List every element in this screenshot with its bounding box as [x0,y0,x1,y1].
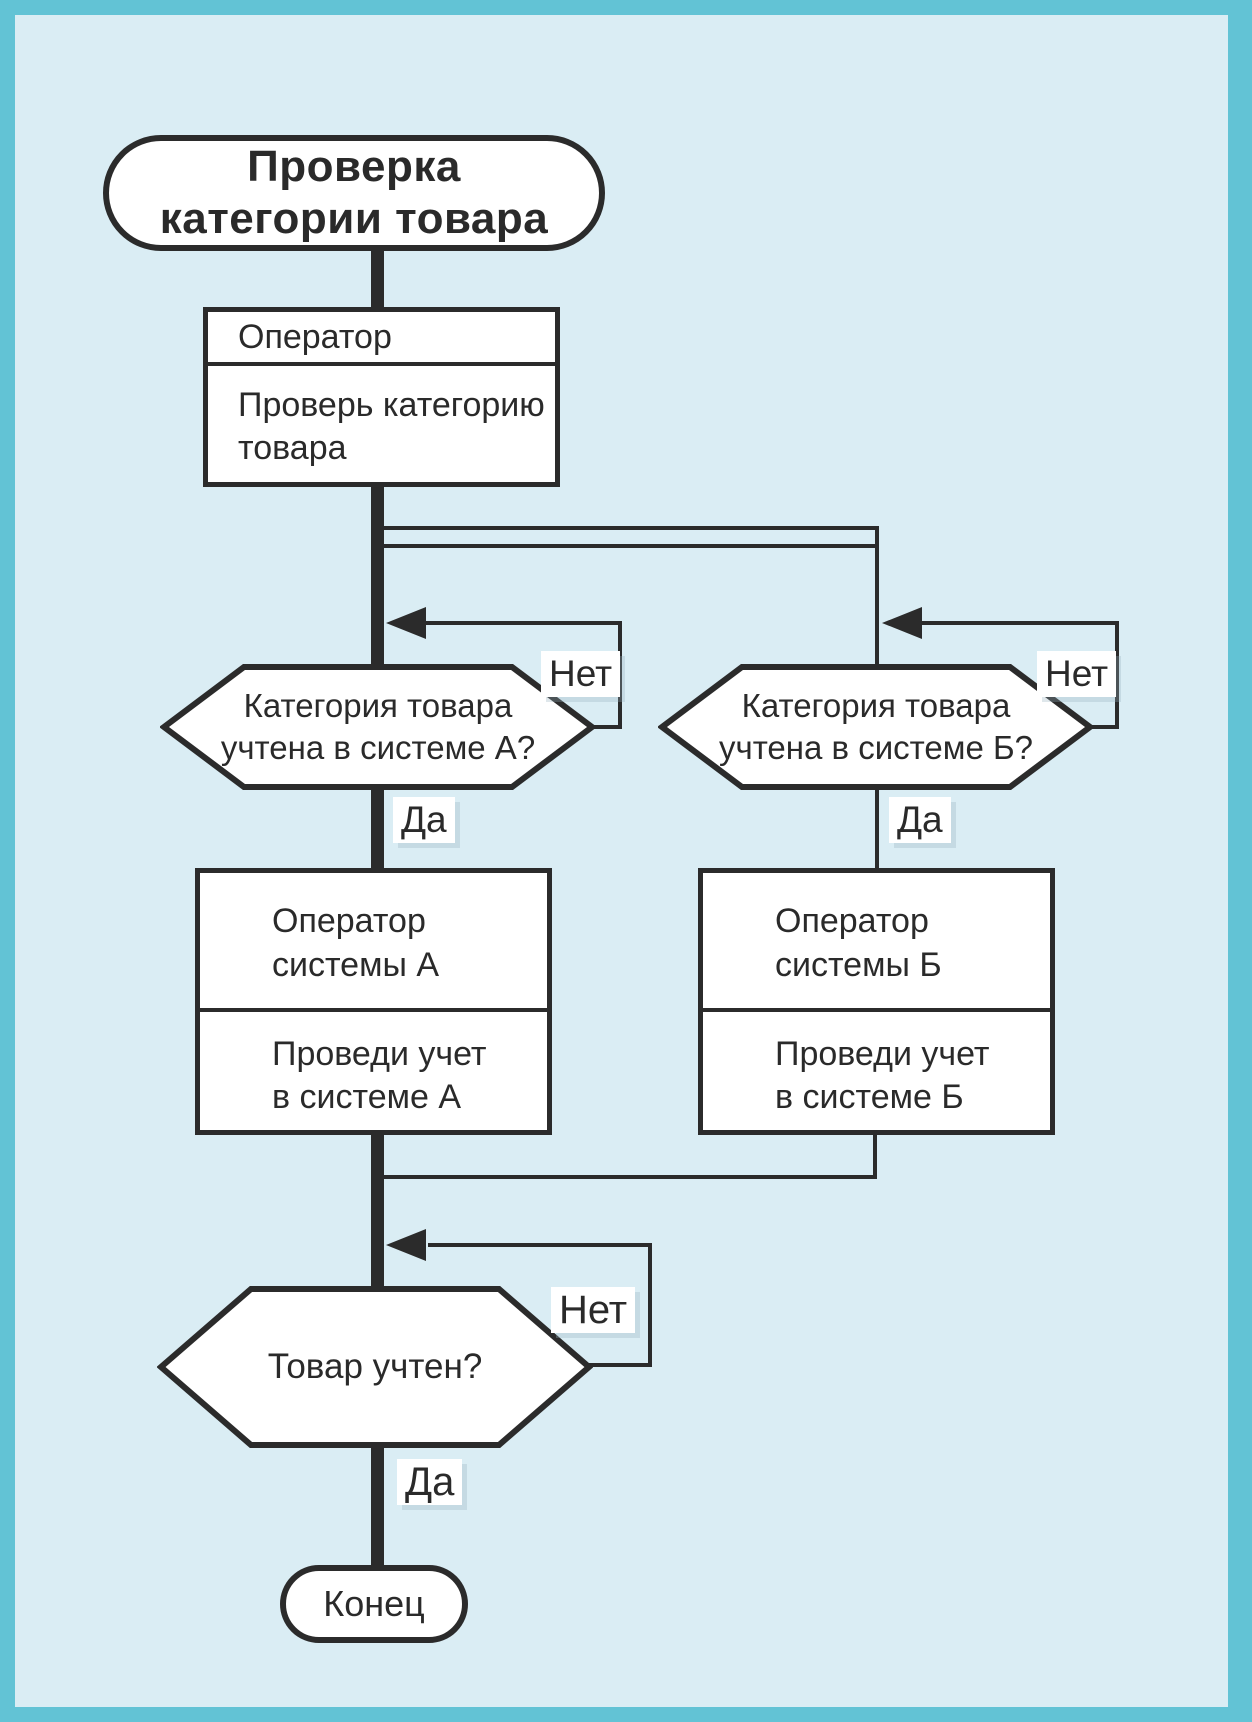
start-title-line-1: Проверка [247,142,461,191]
connector-decision-b-to-box-b [875,781,879,873]
system-a-body: Проведи учет в системе А [272,1033,537,1119]
decision-final-hexagon: Товар учтен? [156,1285,594,1454]
no-b-label: Нет [1037,651,1117,697]
no-b-arrowhead [882,607,922,639]
system-a-header-line-1: Оператор [272,902,426,940]
end-terminator: Конец [280,1565,468,1643]
flowchart-canvas: Проверка категории товара Оператор Прове… [15,15,1228,1707]
system-b-body: Проведи учет в системе Б [775,1033,1040,1119]
system-b-divider [703,1008,1050,1012]
no-a-loop-horizontal [425,621,622,625]
decision-final-line-1: Товар учтен? [267,1347,483,1386]
decision-final-shape [156,1286,594,1448]
decision-a-hexagon: Категория товара учтена в системе А? [159,663,597,796]
fork-line-lower [378,544,879,548]
operator-box-header: Оператор [238,317,392,356]
yes-final-label: Да [397,1459,463,1505]
no-final-arrowhead [386,1229,426,1261]
decision-a-line-2: учтена в системе А? [220,729,536,766]
fork-line-upper [378,526,879,530]
decision-b-line-2: учтена в системе Б? [719,729,1033,766]
connector-box-a-to-decision-final [371,1129,384,1293]
start-title-line-2: категории товара [159,194,549,243]
system-a-divider [200,1008,547,1012]
no-b-loop-stub [1085,725,1119,729]
operator-box: Оператор Проверь категорию товара [203,307,560,487]
operator-box-divider [208,362,555,366]
end-label: Конец [323,1583,425,1624]
system-a-header: Оператор системы А [272,899,537,987]
decision-b-line-1: Категория товара [741,687,1011,724]
connector-decision-a-to-box-a [371,781,384,873]
system-b-header-line-2: системы Б [775,946,942,984]
connector-operator-to-decision-a [371,483,384,673]
merge-b-vertical [873,1129,877,1179]
no-a-loop-stub [588,725,622,729]
operator-box-body-line-2: товара [238,429,347,467]
yes-b-label: Да [889,797,951,843]
system-b-body-line-2: в системе Б [775,1078,964,1116]
no-final-label: Нет [551,1287,636,1333]
branch-b-vertical-line [875,526,879,672]
system-b-body-line-1: Проведи учет [775,1035,990,1073]
no-final-loop-stub [586,1363,652,1367]
decision-b-hexagon: Категория товара учтена в системе Б? [657,663,1095,796]
no-a-arrowhead [386,607,426,639]
system-b-header-line-1: Оператор [775,902,929,940]
operator-box-body: Проверь категорию товара [238,384,545,470]
no-final-loop-vertical [648,1243,652,1367]
merge-b-horizontal [378,1175,877,1179]
no-b-loop-horizontal [921,621,1119,625]
connector-decision-final-to-end [371,1439,384,1571]
decision-b-shape [657,664,1095,790]
no-a-label: Нет [541,651,621,697]
start-terminator: Проверка категории товара [103,135,605,251]
system-a-body-line-1: Проведи учет [272,1035,487,1073]
connector-start-to-operator [371,245,384,315]
no-final-loop-horizontal [428,1243,652,1247]
system-a-header-line-2: системы А [272,946,440,984]
decision-a-line-1: Категория товара [243,687,513,724]
system-a-box: Оператор системы А Проведи учет в систем… [195,868,552,1135]
yes-a-label: Да [393,797,455,843]
system-b-header: Оператор системы Б [775,899,1040,987]
system-b-box: Оператор системы Б Проведи учет в систем… [698,868,1055,1135]
decision-a-shape [159,664,597,790]
no-b-loop-vertical [1115,621,1119,729]
system-a-body-line-2: в системе А [272,1078,462,1116]
operator-box-body-line-1: Проверь категорию [238,386,545,424]
